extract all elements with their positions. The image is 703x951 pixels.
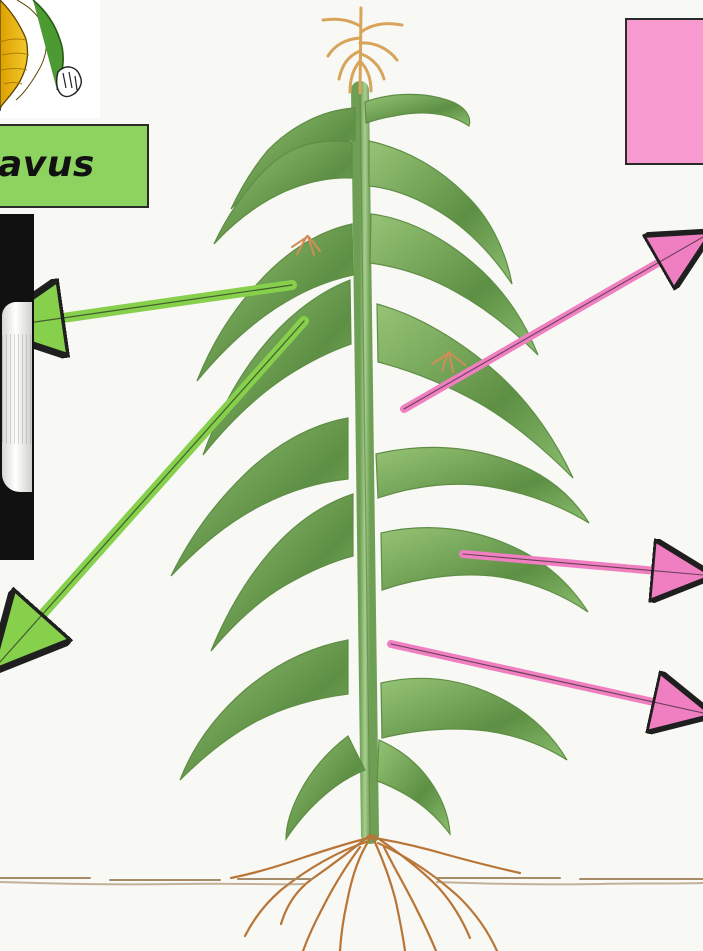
- corn-mascot: [0, 0, 100, 118]
- main-stem: [360, 90, 370, 835]
- species-label-text: avus: [0, 147, 95, 183]
- leaves: [171, 94, 589, 839]
- roots: [231, 835, 520, 951]
- photo-inset: [0, 214, 34, 560]
- upper-right-label-box: [625, 18, 703, 165]
- tassel: [323, 8, 402, 93]
- species-label-box: avus: [0, 124, 149, 208]
